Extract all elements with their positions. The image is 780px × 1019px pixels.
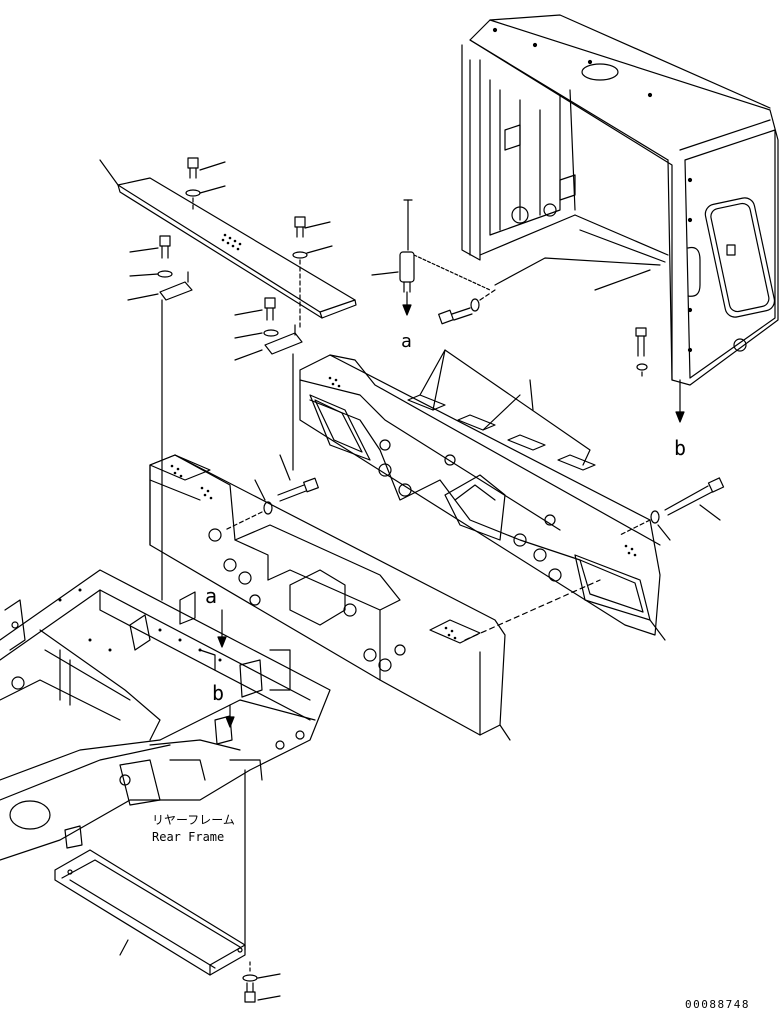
callout-arrows bbox=[217, 609, 235, 728]
callout-a-bottom: a bbox=[205, 584, 217, 608]
middle-long-bolt bbox=[224, 454, 601, 641]
under-cover bbox=[54, 769, 246, 976]
callout-b-bottom: b bbox=[212, 681, 224, 705]
cab-cover bbox=[461, 14, 779, 386]
top-beam bbox=[117, 177, 357, 355]
frame-label-en: Rear Frame bbox=[152, 830, 224, 844]
frame-label-jp: リヤーフレーム bbox=[152, 813, 235, 827]
lower-counterweight bbox=[149, 454, 511, 741]
cab-bolt bbox=[635, 327, 685, 423]
upper-counterweight bbox=[299, 349, 666, 641]
rear-frame bbox=[0, 569, 331, 861]
undercover-bolt bbox=[242, 961, 281, 1003]
cab-side-bolt bbox=[438, 289, 496, 325]
upper-long-bolt bbox=[619, 477, 725, 541]
beam-bolts bbox=[99, 157, 333, 601]
callout-b-top: b bbox=[674, 436, 686, 460]
drawing-number: 00088748 bbox=[685, 998, 750, 1011]
damper-rod bbox=[371, 199, 491, 316]
callout-a-top: a bbox=[401, 331, 412, 352]
